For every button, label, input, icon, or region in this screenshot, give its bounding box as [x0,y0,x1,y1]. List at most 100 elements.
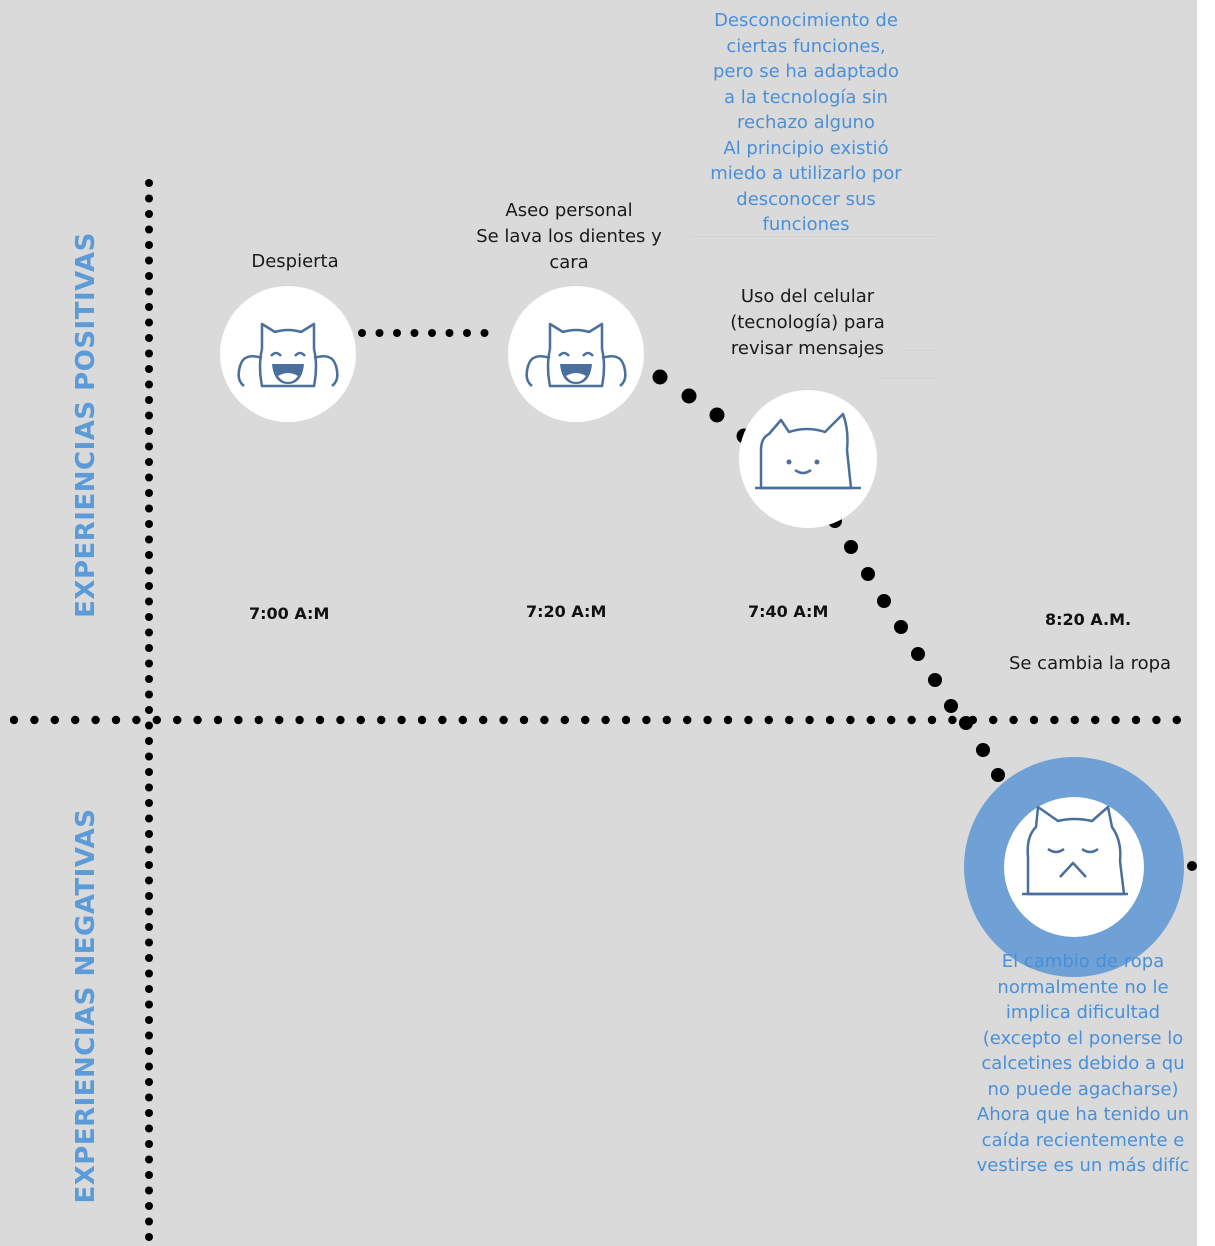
axis-dot [145,179,153,187]
axis-dot [581,715,590,725]
connector-dot [428,329,436,337]
note-divider [690,236,935,237]
axis-dot [1172,715,1182,725]
connector-dot [681,388,697,404]
step-title-celular: Uso del celular (tecnología) para revisa… [730,286,885,359]
axis-dot [145,1171,153,1179]
connector-dot [959,716,973,730]
axis-dot [145,644,153,652]
axis-dot [145,861,153,869]
connector-dot [480,329,489,337]
axis-dot [145,318,153,327]
axis-dot [145,287,153,296]
axis-dot [254,715,263,725]
axis-dot [145,706,153,714]
connector-dot [358,329,366,337]
laughing-cat-icon [220,286,356,422]
axis-dot [1152,715,1161,725]
axis-dot [887,715,896,725]
axis-dot [1029,715,1039,725]
axis-dot [540,715,549,725]
axis-dot [145,783,153,792]
axis-dot [989,715,998,725]
step-title-ropa: Se cambia la ropa [1008,653,1172,674]
axis-dot [927,715,937,725]
axis-dot [356,715,365,725]
axis-dot [145,365,153,373]
axis-dot [662,715,671,725]
horizontal-axis [9,715,1182,725]
axis-dot [145,427,153,435]
axis-dot [145,597,153,606]
axis-dot [145,1217,153,1226]
axis-dot [91,715,100,725]
axis-dot [458,715,467,725]
axis-dot [275,715,284,725]
axis-dot [438,715,447,725]
axis-dot [145,659,153,668]
connector-dot [861,567,875,581]
axis-dot [723,715,733,725]
axis-dot [234,715,243,725]
axis-dot [621,715,631,725]
axis-dot [145,442,153,451]
axis-dot [683,715,692,725]
axis-dot [703,715,712,725]
axis-dot [1091,715,1100,725]
vertical-axis [145,179,153,1241]
connector-dot [445,329,454,337]
negative-axis-label: EXPERIENCIAS NEGATIVAS [71,808,101,1204]
axis-dot [1131,715,1141,725]
axis-dot [145,396,153,404]
connector-dot [410,329,419,337]
axis-dot [907,715,916,725]
axis-dot [145,582,153,590]
axis-dot [145,303,153,311]
connector-dot [463,329,471,337]
axis-dot [145,969,153,978]
axis-dot [145,241,153,249]
connector-dot [844,540,858,554]
axis-dot [145,566,153,575]
axis-dot [145,1093,153,1102]
axis-dot [145,210,153,218]
axis-dot [145,830,153,838]
axis-dot [145,628,153,637]
axis-dot [145,752,153,761]
axis-dot [145,489,153,497]
connector-dot [928,673,942,687]
connector-dot [1187,861,1197,871]
axis-dot [50,715,59,725]
axis-dot [145,737,153,745]
axis-dot [173,715,182,725]
axis-dot [145,845,153,854]
axis-dot [145,551,153,559]
connector-dot [393,329,401,337]
connector-dot [877,594,891,608]
axis-dot [145,1047,153,1055]
axis-dot [145,349,153,358]
step-time-2: 7:20 A:M [526,602,607,621]
axis-dot [1050,715,1059,725]
axis-dot [145,1140,153,1148]
axis-dot [145,225,153,234]
axis-dot [948,715,957,725]
axis-dot [213,715,223,725]
axis-dot [764,715,773,725]
axis-dot [145,675,153,683]
axis-dot [417,715,427,725]
connector-dot [894,620,908,634]
connector-dot [944,699,958,713]
positive-axis-label: EXPERIENCIAS POSITIVAS [71,232,101,618]
axis-dot [805,715,814,725]
axis-dot [145,1155,153,1164]
axis-dot [145,194,153,203]
axis-dot [479,715,488,725]
axis-dot [145,458,153,466]
axis-dot [519,715,529,725]
connector-dot [976,743,990,757]
note-divider [880,378,935,379]
axis-dot [145,907,153,916]
step-note-celular: Desconocimiento de ciertas funciones, pe… [710,10,902,235]
